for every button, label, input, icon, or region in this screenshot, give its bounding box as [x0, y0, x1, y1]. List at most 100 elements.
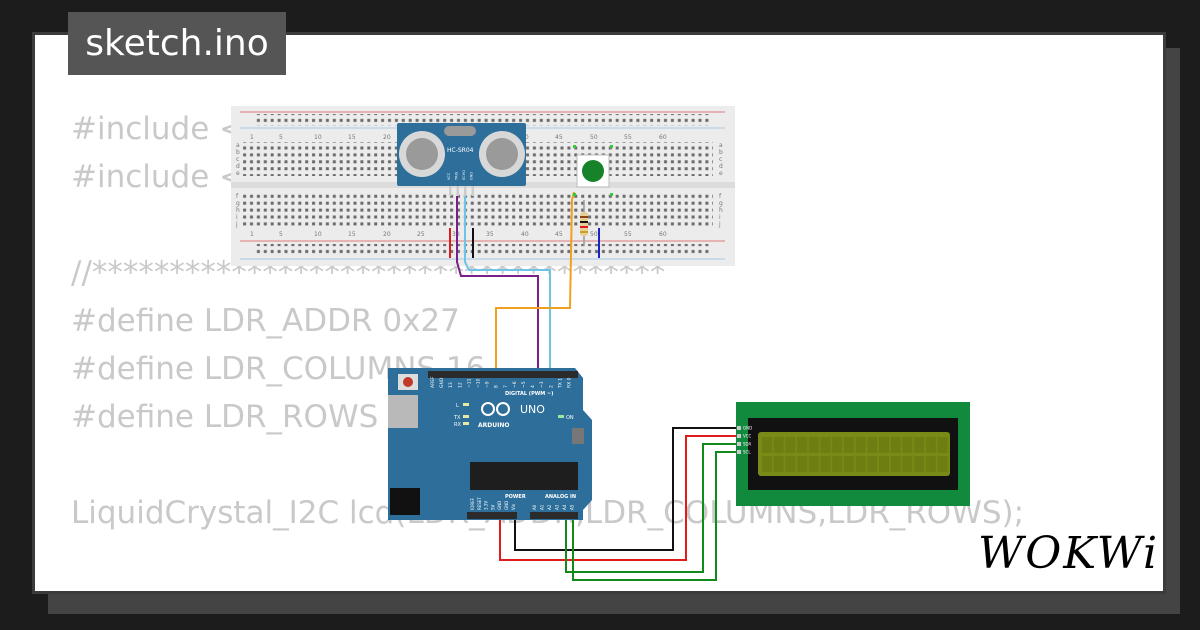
- push-button[interactable]: [573, 145, 613, 196]
- ultrasonic-pin: [449, 186, 452, 196]
- power-pin-label: 5V: [490, 504, 495, 510]
- breadboard-column-number: 60: [659, 134, 667, 141]
- lcd-pin-label: SDA: [743, 442, 752, 447]
- analog-header: [530, 512, 578, 519]
- arduino-logo-text: ARDUINO: [478, 422, 509, 429]
- breadboard-column-number: 30: [452, 231, 460, 238]
- digital-pin-label: ~11: [466, 378, 472, 388]
- lcd-pin: [737, 450, 741, 454]
- breadboard-row-letter: i: [236, 214, 238, 221]
- breadboard-row-letter: i: [719, 214, 721, 221]
- button-cap[interactable]: [582, 160, 604, 182]
- digital-pin-label: 4: [530, 385, 536, 388]
- reset-button[interactable]: [403, 377, 413, 387]
- led-label-l: L: [456, 403, 459, 409]
- breadboard-column-number: 25: [417, 231, 425, 238]
- ultrasonic-pin: [464, 186, 467, 196]
- lcd-char-cell: [808, 437, 819, 453]
- breadboard-column-number: 20: [383, 231, 391, 238]
- breadboard-row-letter: j: [718, 221, 721, 228]
- bottom-power-rail: [255, 244, 710, 256]
- breadboard-column-number: 5: [279, 134, 283, 141]
- analog-pin-label: A4: [562, 504, 567, 510]
- breadboard-row-letter: a: [719, 142, 723, 149]
- analog-pin-label: A0: [532, 504, 537, 510]
- analog-pin-label: A2: [547, 504, 552, 510]
- ultrasonic-pin-label: TRIG: [455, 171, 459, 181]
- lcd-char-cell: [937, 456, 948, 472]
- lcd-pin-label: GND: [743, 426, 752, 431]
- wires: [449, 191, 738, 581]
- arduino-logo-icon: [481, 402, 510, 416]
- button-pin: [610, 145, 613, 148]
- led-label-rx: RX: [454, 422, 461, 428]
- digital-pin-label: AREF: [430, 376, 436, 388]
- lcd-char-cell: [820, 456, 831, 472]
- lcd-char-cell: [890, 437, 901, 453]
- breadboard-column-number: 15: [348, 134, 356, 141]
- breadboard-row-letter: g: [719, 200, 723, 207]
- led-on: [558, 415, 564, 418]
- lcd-char-cell: [797, 437, 808, 453]
- lcd-char-cell: [937, 437, 948, 453]
- analog-pin-label: A3: [555, 504, 560, 510]
- resistor-band: [580, 221, 588, 223]
- breadboard-column-number: 20: [383, 134, 391, 141]
- digital-pin-label: GND: [439, 377, 445, 388]
- breadboard-column-number: 10: [314, 134, 322, 141]
- button-pin: [573, 193, 576, 196]
- power-header: [467, 512, 517, 519]
- lcd-char-cell: [762, 456, 772, 472]
- lcd-char-cell: [773, 456, 784, 472]
- analog-pin-label: A1: [540, 504, 545, 510]
- breadboard-row-letter: f: [719, 193, 722, 200]
- lcd-char-cell: [879, 456, 889, 472]
- analog-pin-label: A5: [570, 504, 575, 510]
- power-pin-label: 3.3V: [484, 501, 489, 510]
- breadboard-column-number: 35: [486, 231, 494, 238]
- breadboard-column-number: 1: [250, 231, 254, 238]
- lcd-char-cell: [902, 456, 913, 472]
- lcd-pin: [737, 442, 741, 446]
- lcd-char-cell: [773, 437, 784, 453]
- crystal-oscillator: [444, 126, 476, 136]
- wire-orange-button: [495, 191, 575, 368]
- file-tab[interactable]: sketch.ino: [68, 12, 286, 75]
- ultrasonic-pin-label: GND: [470, 172, 474, 180]
- lcd-char-cell: [879, 437, 889, 453]
- lcd-char-cell: [925, 456, 936, 472]
- top-power-rail: [255, 114, 710, 126]
- digital-pin-label: TX 1: [557, 378, 563, 389]
- led-tx: [463, 415, 469, 418]
- breadboard-column-number: 5: [279, 231, 283, 238]
- lcd-char-cell: [785, 437, 796, 453]
- lcd-char-cell: [890, 456, 901, 472]
- led-rx: [463, 422, 469, 425]
- wire-red-lcd-vcc: [499, 435, 738, 561]
- breadboard-column-number: 55: [624, 231, 632, 238]
- breadboard-column-number: 45: [555, 231, 563, 238]
- button-pin: [573, 145, 576, 148]
- transducer-left-mesh: [406, 138, 438, 170]
- breadboard-column-number: 1: [250, 134, 254, 141]
- lcd-char-cell: [867, 437, 878, 453]
- usb-port: [388, 395, 418, 428]
- resistor-band: [580, 216, 588, 218]
- wire-green-scl: [572, 451, 738, 581]
- lcd-char-cell: [843, 456, 854, 472]
- resistor-band: [580, 231, 588, 233]
- digital-pin-label: 13: [448, 382, 454, 388]
- code-line: #define LDR_ADDR 0x27: [71, 303, 460, 339]
- breadboard-row-letter: j: [235, 221, 238, 228]
- lcd-char-cell: [785, 456, 796, 472]
- ultrasonic-pin: [456, 186, 459, 196]
- ultrasonic-pin: [471, 186, 474, 196]
- digital-pin-label: 7: [503, 385, 509, 388]
- transducer-right-mesh: [486, 138, 518, 170]
- power-pin-label: Vin: [511, 503, 516, 510]
- breadboard-row-letter: g: [236, 200, 240, 207]
